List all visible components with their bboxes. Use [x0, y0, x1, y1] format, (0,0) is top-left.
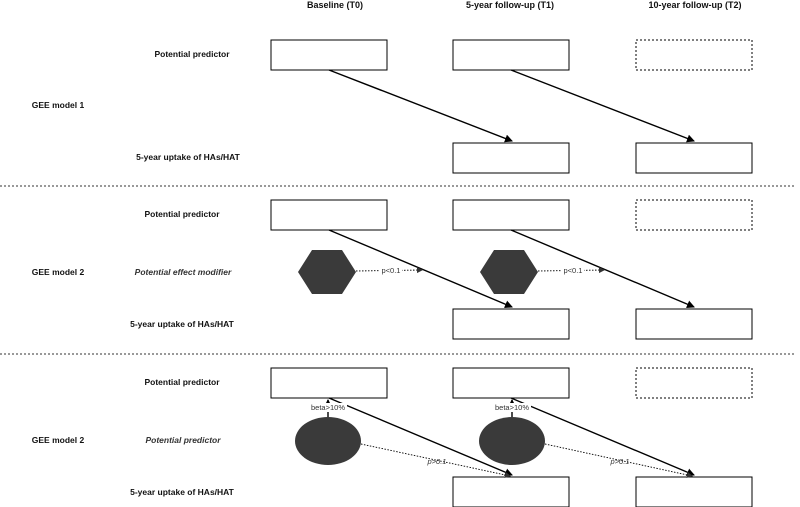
panel2-outcome-label: 5-year uptake of HAs/HAT — [130, 319, 235, 329]
panel3-p-label-t1: p>0.1 — [610, 457, 630, 466]
panel1-arrow-t0-t1 — [328, 69, 513, 143]
panel1-box-predictor-t2 — [635, 39, 753, 71]
panel3-box-outcome-t1 — [452, 476, 570, 507]
panel3-box-outcome-t2 — [635, 476, 753, 507]
panel3-outcome-label: 5-year uptake of HAs/HAT — [130, 487, 235, 497]
panel1-box-outcome-t1 — [452, 142, 570, 174]
panel2-p-label-t1: p<0.1 — [564, 266, 583, 275]
panel2-box-predictor-t0 — [270, 199, 388, 231]
panel-gee-model-1: Potential predictor GEE model 1 5-year u… — [32, 39, 753, 174]
panel-gee-model-2-confounder: Potential predictor GEE model 2 Potentia… — [32, 367, 753, 507]
panel3-box-predictor-t2 — [635, 367, 753, 399]
panel3-beta-label-t0: beta>10% — [311, 403, 345, 412]
panel3-model-label: GEE model 2 — [32, 435, 85, 445]
panel2-predictor-label: Potential predictor — [144, 209, 220, 219]
panel1-box-outcome-t2 — [635, 142, 753, 174]
panel3-arrow-t0-t1 — [328, 397, 513, 476]
panel2-box-predictor-t1 — [452, 199, 570, 231]
panel3-arrow-t1-t2 — [510, 397, 695, 476]
panel1-box-predictor-t1 — [452, 39, 570, 71]
panel3-confounder-ellipse-t1 — [479, 417, 545, 465]
panel3-confounder-arrow-t1 — [544, 443, 693, 478]
panel2-arrow-t1-t2 — [510, 229, 695, 308]
panel3-confounder-arrow-t0 — [360, 443, 511, 478]
panel3-box-predictor-t1 — [452, 367, 570, 399]
panel1-box-predictor-t0 — [270, 39, 388, 71]
panel1-outcome-label: 5-year uptake of HAs/HAT — [136, 152, 241, 162]
panel-gee-model-2-modifier: Potential predictor GEE model 2 Potentia… — [32, 199, 753, 340]
panel3-confounder-label: Potential predictor — [145, 435, 221, 445]
panel1-model-label: GEE model 1 — [32, 100, 85, 110]
panel3-predictor-label: Potential predictor — [144, 377, 220, 387]
panel3-p-label-t0: p>0.1 — [427, 457, 447, 466]
panel3-confounder-ellipse-t0 — [295, 417, 361, 465]
header-10-year: 10-year follow-up (T2) — [648, 0, 741, 10]
panel3-box-predictor-t0 — [270, 367, 388, 399]
panel3-beta-label-t1: beta>10% — [495, 403, 529, 412]
panel2-effect-modifier-hexagon-t1 — [480, 250, 538, 294]
panel2-modifier-label: Potential effect modifier — [135, 267, 232, 277]
header-baseline: Baseline (T0) — [307, 0, 363, 10]
panel2-effect-modifier-hexagon-t0 — [298, 250, 356, 294]
panel1-predictor-label: Potential predictor — [154, 49, 230, 59]
header-5-year: 5-year follow-up (T1) — [466, 0, 554, 10]
panel2-box-predictor-t2 — [635, 199, 753, 231]
panel2-model-label: GEE model 2 — [32, 267, 85, 277]
panel2-p-label-t0: p<0.1 — [382, 266, 401, 275]
panel2-box-outcome-t2 — [635, 308, 753, 340]
panel2-box-outcome-t1 — [452, 308, 570, 340]
panel1-arrow-t1-t2 — [510, 69, 695, 143]
